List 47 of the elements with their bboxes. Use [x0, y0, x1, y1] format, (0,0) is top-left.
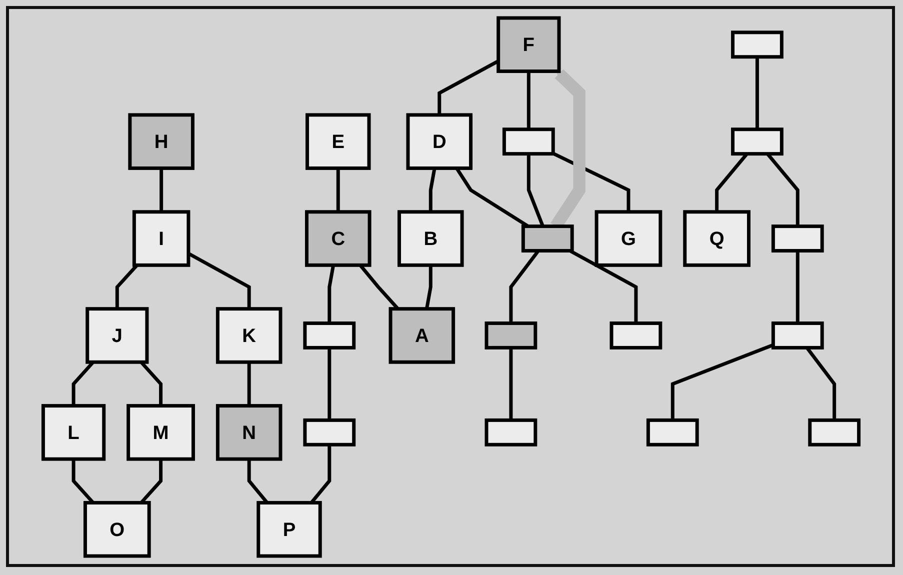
- connector: [187, 251, 250, 308]
- node-box: P: [256, 500, 322, 558]
- node-box: I: [132, 210, 190, 266]
- node-box: O: [82, 500, 150, 558]
- connector: [246, 362, 250, 406]
- connector: [336, 168, 340, 212]
- connector: [428, 167, 436, 212]
- connector: [754, 56, 758, 129]
- node-box: Q: [682, 210, 750, 266]
- node-box: J: [85, 306, 148, 364]
- connector: [552, 151, 630, 212]
- node-box: F: [496, 16, 560, 73]
- node-box: M: [126, 404, 194, 460]
- connector: [424, 264, 432, 309]
- connector: [670, 342, 774, 420]
- node-box: K: [215, 306, 282, 364]
- node-box: [730, 127, 783, 156]
- node-box: B: [397, 210, 464, 266]
- node-box: H: [128, 112, 194, 170]
- node-box: L: [40, 404, 106, 460]
- node-box: [484, 321, 537, 349]
- connector: [327, 264, 335, 323]
- node-box: [302, 321, 356, 349]
- node-box: [520, 224, 574, 252]
- connector: [508, 347, 512, 420]
- node-box: C: [304, 210, 371, 266]
- node-box: [609, 321, 662, 349]
- node-box: [770, 321, 824, 349]
- node-box: D: [406, 112, 472, 170]
- connector: [568, 248, 638, 323]
- node-box: [730, 30, 783, 58]
- connector: [795, 250, 799, 323]
- connector: [159, 168, 163, 212]
- node-box: [808, 418, 860, 446]
- connector: [526, 153, 544, 226]
- connector: [526, 70, 530, 129]
- node-box: [302, 418, 356, 446]
- node-box: E: [305, 112, 370, 170]
- connector: [437, 59, 499, 114]
- node-box: [484, 418, 537, 446]
- node-box: [502, 127, 554, 156]
- node-box: N: [215, 404, 282, 460]
- node-box: G: [594, 210, 662, 266]
- node-box: [646, 418, 698, 446]
- node-box: [770, 224, 824, 252]
- connector: [327, 347, 331, 420]
- node-box: A: [388, 306, 455, 364]
